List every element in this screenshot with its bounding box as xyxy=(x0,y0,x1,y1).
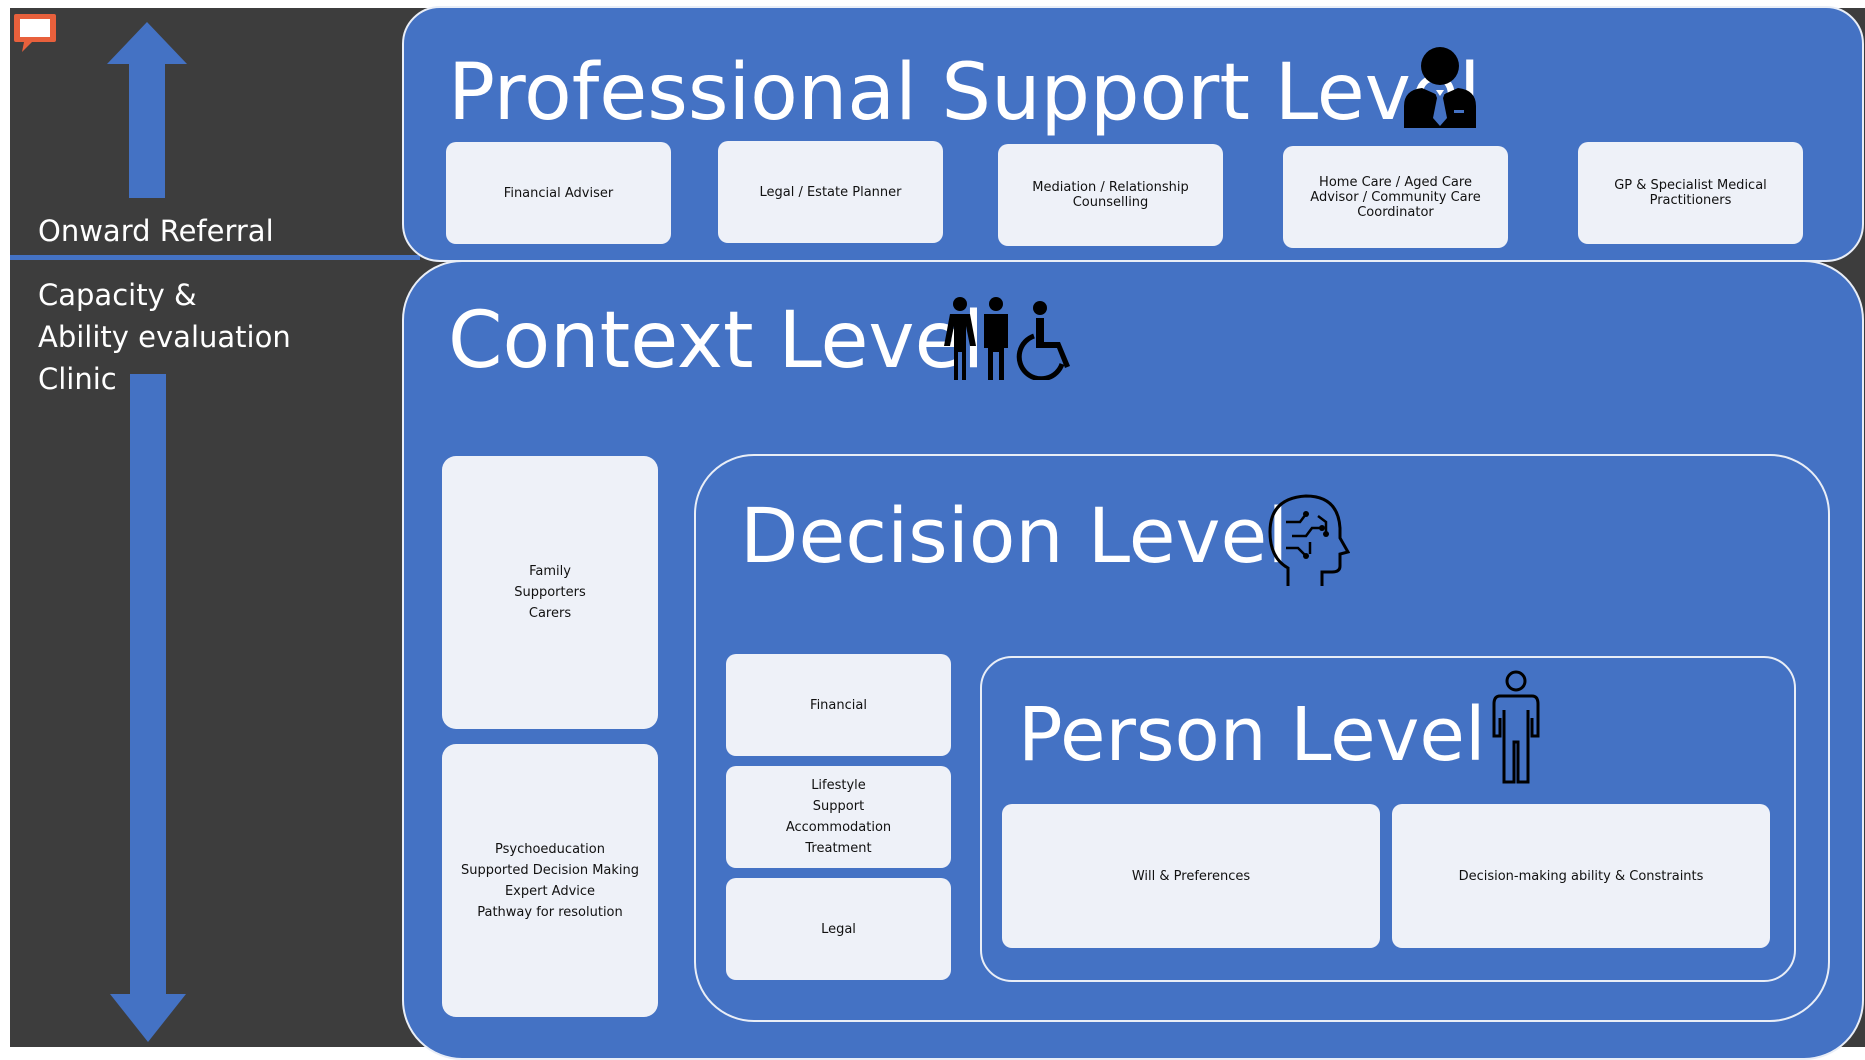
person-outline-icon xyxy=(1492,670,1540,784)
box-label: Legal / Estate Planner xyxy=(759,184,902,200)
box-line: Carers xyxy=(528,606,572,621)
comment-icon[interactable] xyxy=(12,12,58,54)
legal-box: Legal xyxy=(726,878,951,980)
box-label: GP & Specialist Medical Practitioners xyxy=(1614,178,1767,208)
lifestyle-box: Lifestyle Support Accommodation Treatmen… xyxy=(726,766,951,868)
box-label: Financial xyxy=(810,697,867,713)
box-label: Will & Preferences xyxy=(1131,868,1251,884)
box-label: Legal xyxy=(821,921,856,937)
family-supporters-box: Family Supporters Carers xyxy=(442,456,658,729)
box-label: Decision-making ability & Constraints xyxy=(1458,868,1704,884)
businessman-icon xyxy=(1404,47,1476,128)
box-line: Supporters xyxy=(514,585,586,600)
clinic-label: Capacity & Ability evaluation Clinic xyxy=(38,274,291,400)
mediation-counselling-box: Mediation / Relationship Counselling xyxy=(998,144,1223,246)
brain-head-icon xyxy=(1268,494,1350,586)
box-line: Accommodation xyxy=(785,820,892,835)
clinic-line: Capacity & xyxy=(38,278,197,312)
box-line: Psychoeducation xyxy=(495,841,605,857)
left-border xyxy=(0,0,10,1047)
person-title: Person Level xyxy=(1018,692,1486,778)
gp-specialist-box: GP & Specialist Medical Practitioners xyxy=(1578,142,1803,244)
box-line: Expert Advice xyxy=(504,883,596,899)
home-care-advisor-box: Home Care / Aged Care Advisor / Communit… xyxy=(1283,146,1508,248)
box-line: Pathway for resolution xyxy=(477,904,623,920)
box-line: Support xyxy=(812,799,865,814)
up-arrow-icon xyxy=(107,22,187,198)
will-preferences-box: Will & Preferences xyxy=(1002,804,1380,948)
clinic-line: Clinic xyxy=(38,362,117,396)
box-line: Treatment xyxy=(805,841,872,856)
context-title: Context Level xyxy=(448,296,985,386)
professional-title: Professional Support Level xyxy=(448,48,1481,138)
legal-estate-planner-box: Legal / Estate Planner xyxy=(718,141,943,243)
box-label: Financial Adviser xyxy=(503,185,614,201)
onward-referral-label: Onward Referral xyxy=(38,214,274,248)
top-border xyxy=(0,0,1865,8)
financial-box: Financial xyxy=(726,654,951,756)
people-wheelchair-icon xyxy=(944,297,1070,380)
decision-title: Decision Level xyxy=(740,491,1289,580)
decision-ability-box: Decision-making ability & Constraints xyxy=(1392,804,1770,948)
professional-support-panel: Professional Support Level Financial Adv… xyxy=(402,6,1864,262)
box-line: Family xyxy=(529,564,571,579)
box-line: Supported Decision Making xyxy=(460,862,640,878)
person-panel: Person Level Will & Preferences Decision… xyxy=(980,656,1796,982)
financial-adviser-box: Financial Adviser xyxy=(446,142,671,244)
referral-divider xyxy=(10,255,420,260)
box-label: Mediation / Relationship Counselling xyxy=(1032,180,1189,210)
down-arrow-icon xyxy=(110,374,186,1042)
box-line: Lifestyle xyxy=(811,778,866,793)
psychoeducation-box: Psychoeducation Supported Decision Makin… xyxy=(442,744,658,1017)
context-panel: Context Level Family Supporters Carers P… xyxy=(402,260,1864,1060)
decision-panel: Decision Level Financial Lifestyle Suppo… xyxy=(694,454,1830,1022)
clinic-line: Ability evaluation xyxy=(38,320,291,354)
box-label: Home Care / Aged Care Advisor / Communit… xyxy=(1310,174,1481,220)
